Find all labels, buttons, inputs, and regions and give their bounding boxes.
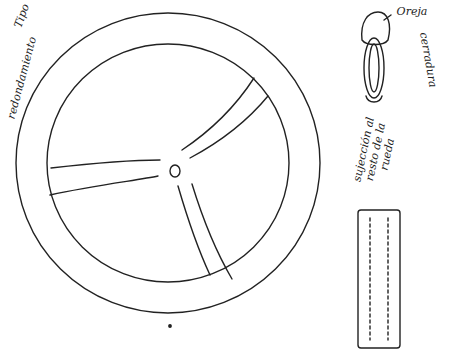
spoke bbox=[50, 176, 158, 195]
grip-bar bbox=[358, 210, 400, 348]
wheel-rim-outer bbox=[16, 13, 320, 313]
handwritten-label: Tipo bbox=[12, 2, 32, 29]
handwritten-label: cerradura bbox=[417, 32, 438, 89]
handwritten-label: sujección al resto de la rueda bbox=[349, 106, 402, 198]
wheel-rim-inner bbox=[47, 44, 289, 282]
spoke bbox=[182, 78, 254, 150]
ear-ring-inner bbox=[369, 44, 379, 92]
hub bbox=[170, 165, 180, 177]
ear-cap bbox=[362, 12, 390, 45]
handwritten-label: redondamiento bbox=[5, 36, 39, 121]
dot bbox=[169, 325, 171, 327]
leader-line bbox=[384, 15, 391, 20]
spoke bbox=[190, 96, 268, 158]
grip-dash bbox=[387, 218, 388, 340]
spoke bbox=[178, 186, 210, 275]
spoke bbox=[192, 184, 232, 279]
handwritten-label: Oreja bbox=[397, 6, 428, 18]
spoke bbox=[51, 160, 160, 168]
ear-ring bbox=[364, 38, 384, 98]
grip-dash bbox=[369, 218, 370, 340]
ear-base bbox=[366, 96, 382, 102]
